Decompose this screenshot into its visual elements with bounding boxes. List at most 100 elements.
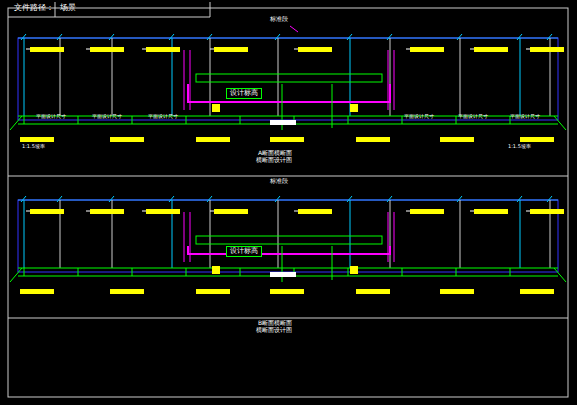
annotation-bar bbox=[356, 289, 390, 294]
center-channel bbox=[188, 246, 390, 254]
post bbox=[278, 38, 279, 116]
ground-tick bbox=[78, 268, 79, 276]
annotation-bar bbox=[30, 209, 64, 214]
post bbox=[390, 200, 391, 268]
post-tick bbox=[57, 34, 62, 40]
deck-slab bbox=[196, 74, 382, 82]
annotation-label: 场景 bbox=[60, 4, 76, 12]
annotation-bar bbox=[146, 47, 180, 52]
leader bbox=[406, 49, 410, 50]
title-tab bbox=[8, 2, 210, 17]
annotation-bar bbox=[440, 137, 474, 142]
annotation-bar bbox=[110, 137, 144, 142]
annotation-bar bbox=[110, 289, 144, 294]
post bbox=[390, 38, 391, 116]
post-tick bbox=[517, 196, 522, 202]
post bbox=[210, 200, 211, 268]
annotation-bar bbox=[474, 47, 508, 52]
ground-tick bbox=[186, 268, 187, 276]
annotation-bar bbox=[298, 47, 332, 52]
post-tick bbox=[457, 34, 462, 40]
outline-frame bbox=[18, 200, 558, 272]
post-tick bbox=[347, 196, 352, 202]
ground-tick bbox=[348, 268, 349, 276]
annotation-label: A断面横断面 bbox=[258, 150, 292, 156]
pile bbox=[184, 50, 185, 110]
post bbox=[350, 200, 351, 268]
leader bbox=[294, 49, 298, 50]
ground-tick bbox=[24, 268, 25, 276]
section-divider bbox=[8, 318, 568, 319]
ground-tick bbox=[510, 268, 511, 276]
annotation-bar bbox=[410, 209, 444, 214]
annotation-label: 平面设计尺寸 bbox=[148, 114, 178, 119]
center-channel bbox=[188, 84, 390, 102]
ground-tick bbox=[24, 116, 25, 124]
marker-block bbox=[212, 104, 220, 112]
leader bbox=[86, 211, 90, 212]
post-tick bbox=[347, 34, 352, 40]
post-tick bbox=[275, 196, 280, 202]
marker-block bbox=[350, 266, 358, 274]
annotation-bar bbox=[270, 137, 304, 142]
marker-block bbox=[350, 104, 358, 112]
post-tick bbox=[547, 34, 552, 40]
ground-tick bbox=[78, 116, 79, 124]
top-line bbox=[18, 200, 558, 201]
annotation-label: 平面设计尺寸 bbox=[510, 114, 540, 119]
post-tick bbox=[517, 34, 522, 40]
slope bbox=[10, 116, 22, 130]
leader bbox=[470, 211, 474, 212]
annotation-label: 横断面设计图 bbox=[256, 327, 292, 333]
ground-tick bbox=[240, 268, 241, 276]
center-axis bbox=[332, 246, 333, 280]
post-tick bbox=[387, 196, 392, 202]
post bbox=[24, 38, 25, 116]
section-divider bbox=[8, 176, 568, 177]
post-tick bbox=[21, 196, 26, 202]
ground-tick bbox=[456, 116, 457, 124]
leader bbox=[210, 211, 214, 212]
post bbox=[278, 200, 279, 268]
leader bbox=[470, 49, 474, 50]
annotation-bar bbox=[146, 209, 180, 214]
leader bbox=[86, 49, 90, 50]
leader bbox=[26, 211, 30, 212]
slope bbox=[10, 268, 22, 282]
leader bbox=[406, 211, 410, 212]
note-box bbox=[270, 272, 296, 277]
annotation-label: 1:1.5坡率 bbox=[508, 144, 531, 149]
post-tick bbox=[109, 196, 114, 202]
outline-frame bbox=[18, 38, 558, 120]
elevation-text: 设计标高 bbox=[230, 90, 258, 97]
post-tick bbox=[207, 34, 212, 40]
annotation-bar bbox=[530, 209, 564, 214]
post-tick bbox=[275, 34, 280, 40]
post-tick bbox=[169, 196, 174, 202]
post-tick bbox=[57, 196, 62, 202]
annotation-bar bbox=[196, 289, 230, 294]
annotation-label: 文件路径： bbox=[14, 4, 54, 12]
marker-block bbox=[212, 266, 220, 274]
pile bbox=[394, 212, 395, 262]
ground-tick bbox=[402, 268, 403, 276]
annotation-bar bbox=[20, 289, 54, 294]
post bbox=[210, 38, 211, 116]
annotation-bar bbox=[410, 47, 444, 52]
annotation-bar bbox=[270, 289, 304, 294]
top-line bbox=[18, 38, 558, 39]
slope bbox=[554, 268, 566, 282]
annotation-label: B断面横断面 bbox=[258, 320, 292, 326]
annotation-bar bbox=[196, 137, 230, 142]
leader bbox=[526, 211, 530, 212]
ground-tick bbox=[186, 116, 187, 124]
leader bbox=[526, 49, 530, 50]
annotation-bar bbox=[440, 289, 474, 294]
annotation-bar bbox=[30, 47, 64, 52]
leader bbox=[142, 211, 146, 212]
annotation-label: 标准段 bbox=[270, 16, 288, 22]
annotation-label: 平面设计尺寸 bbox=[36, 114, 66, 119]
annotation-label: 1:1.5坡率 bbox=[22, 144, 45, 149]
sheet-frame bbox=[8, 8, 568, 397]
